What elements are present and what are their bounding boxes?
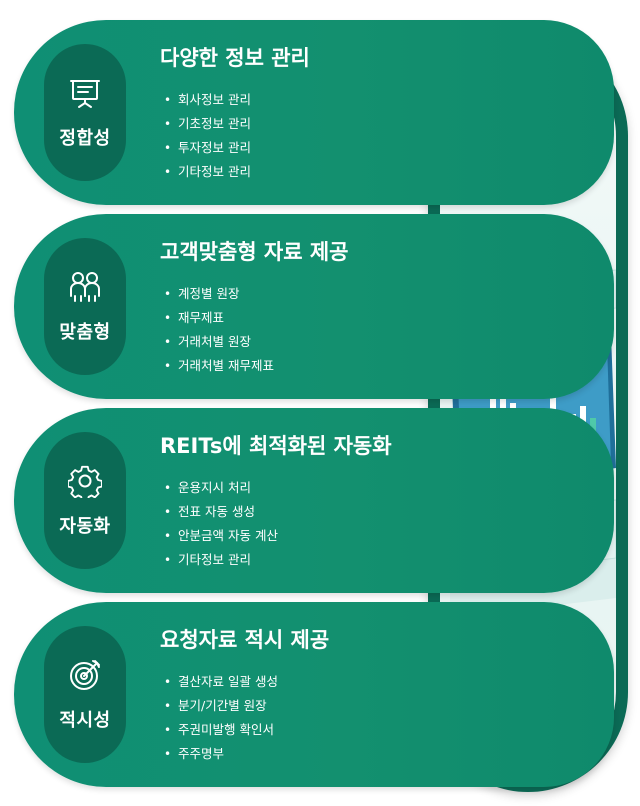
- card-title: 고객맞춤형 자료 제공: [160, 240, 349, 264]
- list-item: 안분금액 자동 계산: [164, 524, 278, 548]
- list-item: 분기/기간별 원장: [164, 694, 278, 718]
- card-timely-delivery: 적시성 요청자료 적시 제공 결산자료 일괄 생성 분기/기간별 원장 주권미발…: [14, 602, 614, 787]
- target-icon: [68, 658, 102, 692]
- list-item: 운용지시 처리: [164, 476, 278, 500]
- list-item: 전표 자동 생성: [164, 500, 278, 524]
- badge-automation: 자동화: [44, 432, 126, 569]
- badge-customized: 맞춤형: [44, 238, 126, 375]
- list-item: 결산자료 일괄 생성: [164, 670, 278, 694]
- list-item: 회사정보 관리: [164, 88, 251, 112]
- list-item: 계정별 원장: [164, 282, 274, 306]
- badge-timeliness: 적시성: [44, 626, 126, 763]
- badge-label: 정합성: [59, 127, 111, 149]
- list-item: 기타정보 관리: [164, 160, 251, 184]
- presentation-board-icon: [68, 76, 102, 110]
- list-item: 투자정보 관리: [164, 136, 251, 160]
- list-item: 주주명부: [164, 742, 278, 766]
- card-item-list: 계정별 원장 재무제표 거래처별 원장 거래처별 재무제표: [164, 282, 274, 378]
- card-item-list: 결산자료 일괄 생성 분기/기간별 원장 주권미발행 확인서 주주명부: [164, 670, 278, 766]
- badge-label: 자동화: [59, 515, 111, 537]
- card-title: 다양한 정보 관리: [160, 46, 310, 70]
- card-item-list: 운용지시 처리 전표 자동 생성 안분금액 자동 계산 기타정보 관리: [164, 476, 278, 572]
- list-item: 거래처별 재무제표: [164, 354, 274, 378]
- list-item: 기타정보 관리: [164, 548, 278, 572]
- card-custom-data: 맞춤형 고객맞춤형 자료 제공 계정별 원장 재무제표 거래처별 원장 거래처별…: [14, 214, 614, 399]
- card-title: 요청자료 적시 제공: [160, 628, 330, 652]
- card-title: REITs에 최적화된 자동화: [160, 434, 392, 458]
- badge-consistency: 정합성: [44, 44, 126, 181]
- list-item: 주권미발행 확인서: [164, 718, 278, 742]
- list-item: 기초정보 관리: [164, 112, 251, 136]
- list-item: 거래처별 원장: [164, 330, 274, 354]
- users-icon: [68, 270, 102, 304]
- gear-icon: [68, 464, 102, 498]
- badge-label: 적시성: [59, 709, 111, 731]
- card-automation: 자동화 REITs에 최적화된 자동화 운용지시 처리 전표 자동 생성 안분금…: [14, 408, 614, 593]
- card-item-list: 회사정보 관리 기초정보 관리 투자정보 관리 기타정보 관리: [164, 88, 251, 184]
- card-data-management: 정합성 다양한 정보 관리 회사정보 관리 기초정보 관리 투자정보 관리 기타…: [14, 20, 614, 205]
- list-item: 재무제표: [164, 306, 274, 330]
- badge-label: 맞춤형: [59, 321, 111, 343]
